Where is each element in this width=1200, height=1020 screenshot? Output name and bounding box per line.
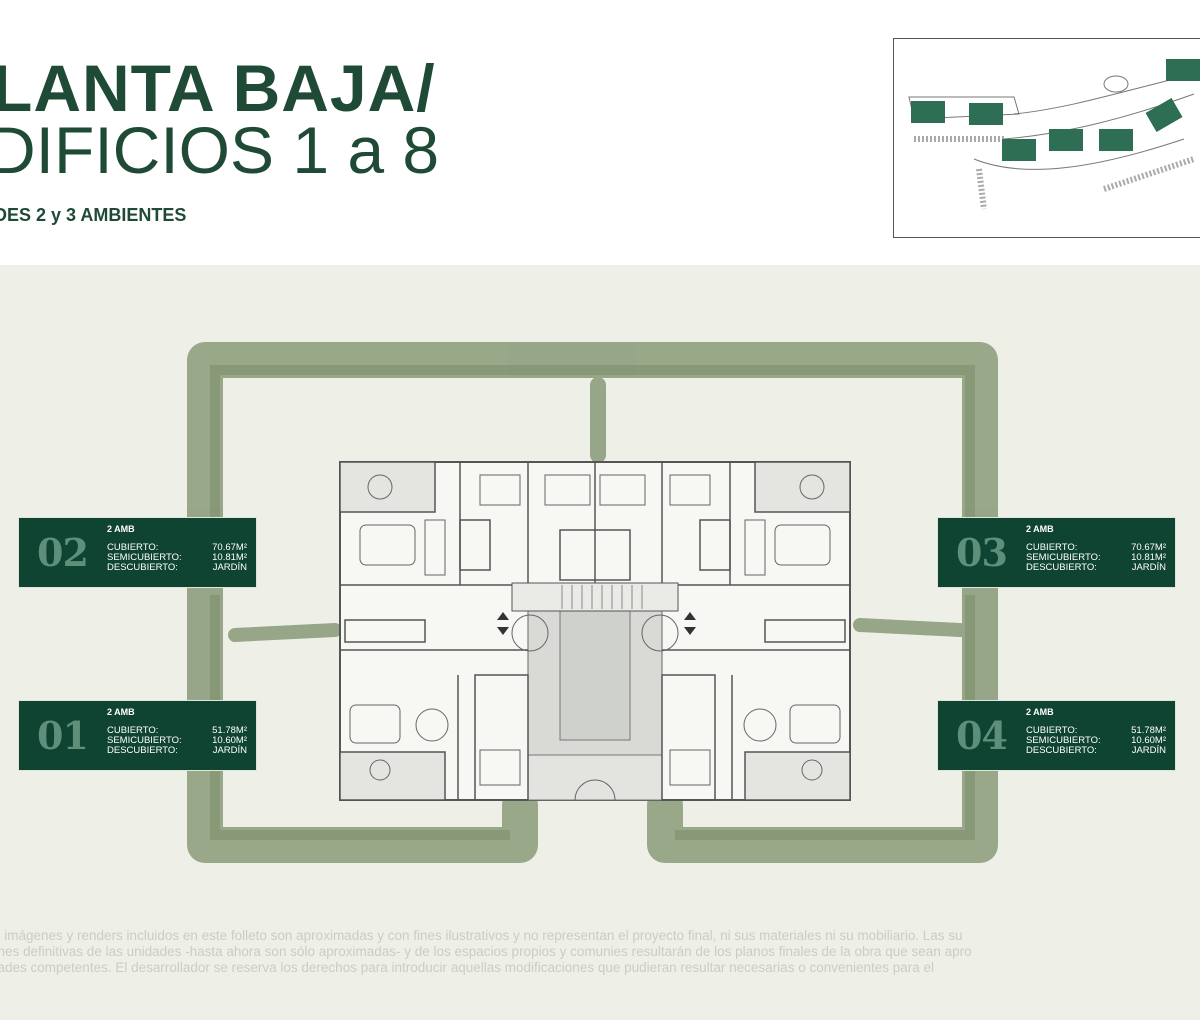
semicubierto-label: SEMICUBIERTO: — [1026, 735, 1101, 746]
unit-number: 03 — [956, 530, 1008, 575]
disclaimer-line: s, imágenes y renders incluidos en este … — [0, 928, 963, 943]
page-title: LANTA BAJA/ — [0, 51, 436, 125]
legal-disclaimer: s, imágenes y renders incluidos en este … — [0, 928, 1200, 976]
cubierto-value: 51.78M² — [1131, 725, 1166, 736]
descubierto-label: DESCUBIERTO: — [1026, 745, 1097, 756]
unit-number: 04 — [956, 713, 1008, 758]
unit-type: 2 AMB — [1026, 707, 1054, 717]
cubierto-label: CUBIERTO: — [107, 725, 159, 736]
descubierto-value: JARDÍN — [212, 562, 247, 573]
semicubierto-label: SEMICUBIERTO: — [1026, 552, 1101, 563]
semicubierto-value: 10.81M² — [1131, 552, 1166, 563]
descubierto-value: JARDÍN — [1131, 562, 1166, 573]
page-title-line2: DIFICIOS 1 a 8 — [0, 113, 440, 187]
unit-number: 01 — [37, 713, 89, 758]
unit-type: 2 AMB — [107, 707, 135, 717]
semicubierto-value: 10.81M² — [212, 552, 247, 563]
unit-type: 2 AMB — [1026, 524, 1054, 534]
cubierto-label: CUBIERTO: — [1026, 725, 1078, 736]
unit-card-03: 03 2 AMB CUBIERTO: 70.67M² SEMICUBIERTO: 1… — [938, 518, 1175, 587]
page-subtitle: DES 2 y 3 AMBIENTES — [0, 205, 187, 225]
semicubierto-value: 10.60M² — [1131, 735, 1166, 746]
descubierto-label: DESCUBIERTO: — [107, 745, 178, 756]
unit-type: 2 AMB — [107, 524, 135, 534]
cubierto-value: 70.67M² — [1131, 542, 1166, 553]
unit-card-02: 02 2 AMB CUBIERTO: 70.67M² SEMICUBIERTO: 1… — [19, 518, 256, 587]
disclaimer-line: dades competentes. El desarrollador se r… — [0, 960, 935, 975]
unit-card-04: 04 2 AMB CUBIERTO: 51.78M² SEMICUBIERTO: 1… — [938, 701, 1175, 770]
unit-card-01: 01 2 AMB CUBIERTO: 51.78M² SEMICUBIERTO: 1… — [19, 701, 256, 770]
cubierto-value: 51.78M² — [212, 725, 247, 736]
descubierto-label: DESCUBIERTO: — [107, 562, 178, 573]
cubierto-label: CUBIERTO: — [1026, 542, 1078, 553]
semicubierto-label: SEMICUBIERTO: — [107, 735, 182, 746]
cubierto-value: 70.67M² — [212, 542, 247, 553]
descubierto-value: JARDÍN — [1131, 745, 1166, 756]
building-plan — [339, 461, 851, 801]
floor-plan-drawing — [187, 342, 998, 863]
semicubierto-label: SEMICUBIERTO: — [107, 552, 182, 563]
descubierto-value: JARDÍN — [212, 745, 247, 756]
semicubierto-value: 10.60M² — [212, 735, 247, 746]
descubierto-label: DESCUBIERTO: — [1026, 562, 1097, 573]
unit-number: 02 — [37, 530, 89, 575]
site-location-map — [893, 38, 1200, 238]
cubierto-label: CUBIERTO: — [107, 542, 159, 553]
disclaimer-line: ones definitivas de las unidades -hasta … — [0, 944, 972, 959]
